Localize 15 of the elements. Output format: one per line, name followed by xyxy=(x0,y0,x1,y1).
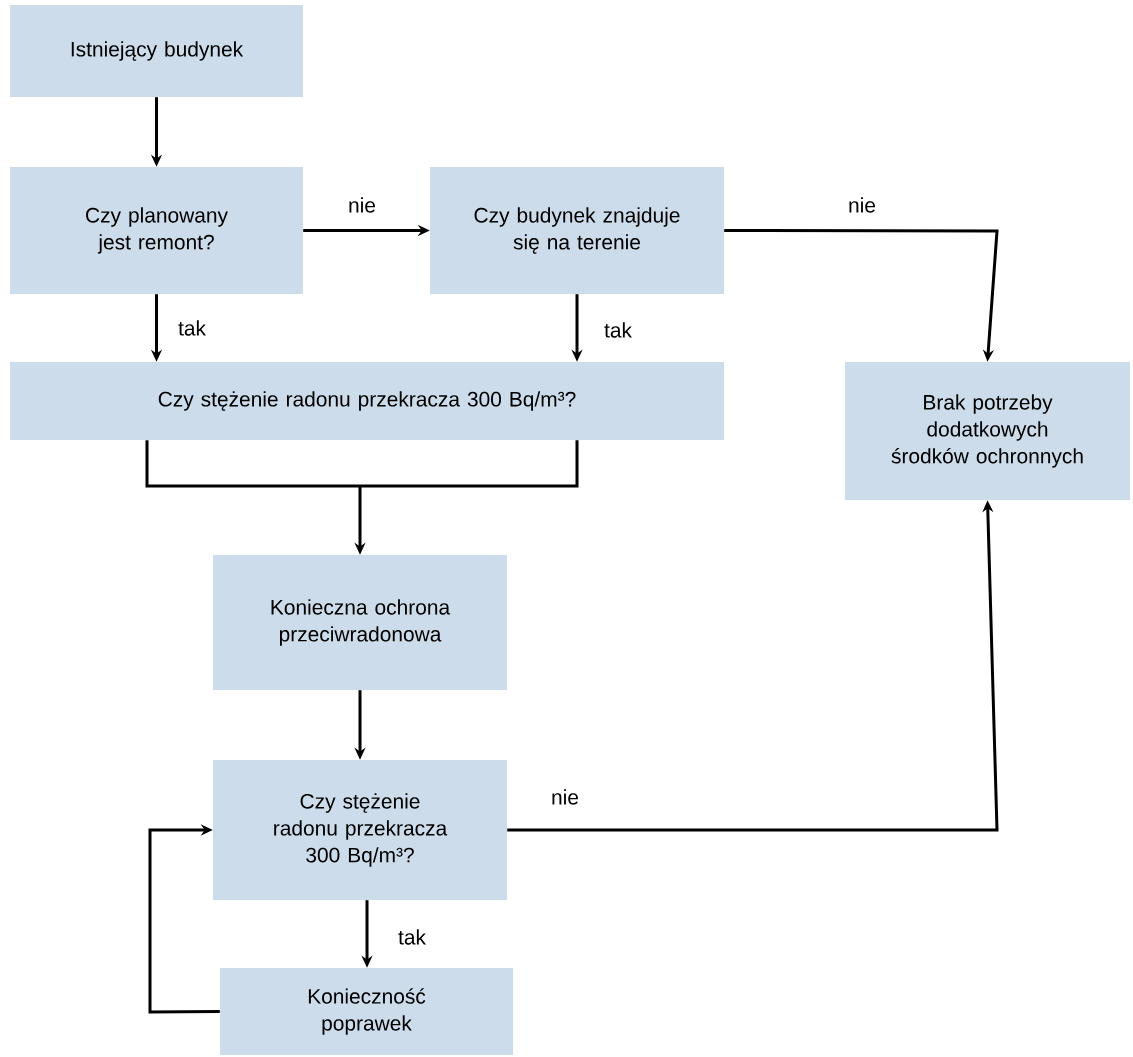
edge-label: nie xyxy=(549,787,581,807)
edge-label: tak xyxy=(396,927,428,947)
process-box: Czy planowany jest remont? xyxy=(10,167,303,294)
process-box: Konieczna ochrona przeciwradonowa xyxy=(213,555,507,690)
process-box: Istniejący budynek xyxy=(10,5,303,97)
edge-label: nie xyxy=(346,195,378,215)
process-box: Czy budynek znajduje się na terenie xyxy=(430,167,724,294)
process-box: Konieczność poprawek xyxy=(220,968,513,1055)
edge-label: nie xyxy=(846,195,878,215)
process-box: Czy stężenie radonu przekracza 300 Bq/m³? xyxy=(213,760,507,900)
process-box: Czy stężenie radonu przekracza 300 Bq/m³? xyxy=(10,362,724,440)
arrow xyxy=(148,824,220,1014)
edge-label: tak xyxy=(602,320,634,340)
process-box: Brak potrzeby dodatkowych środków ochronnych xyxy=(845,362,1130,500)
edge-label: tak xyxy=(176,318,208,338)
